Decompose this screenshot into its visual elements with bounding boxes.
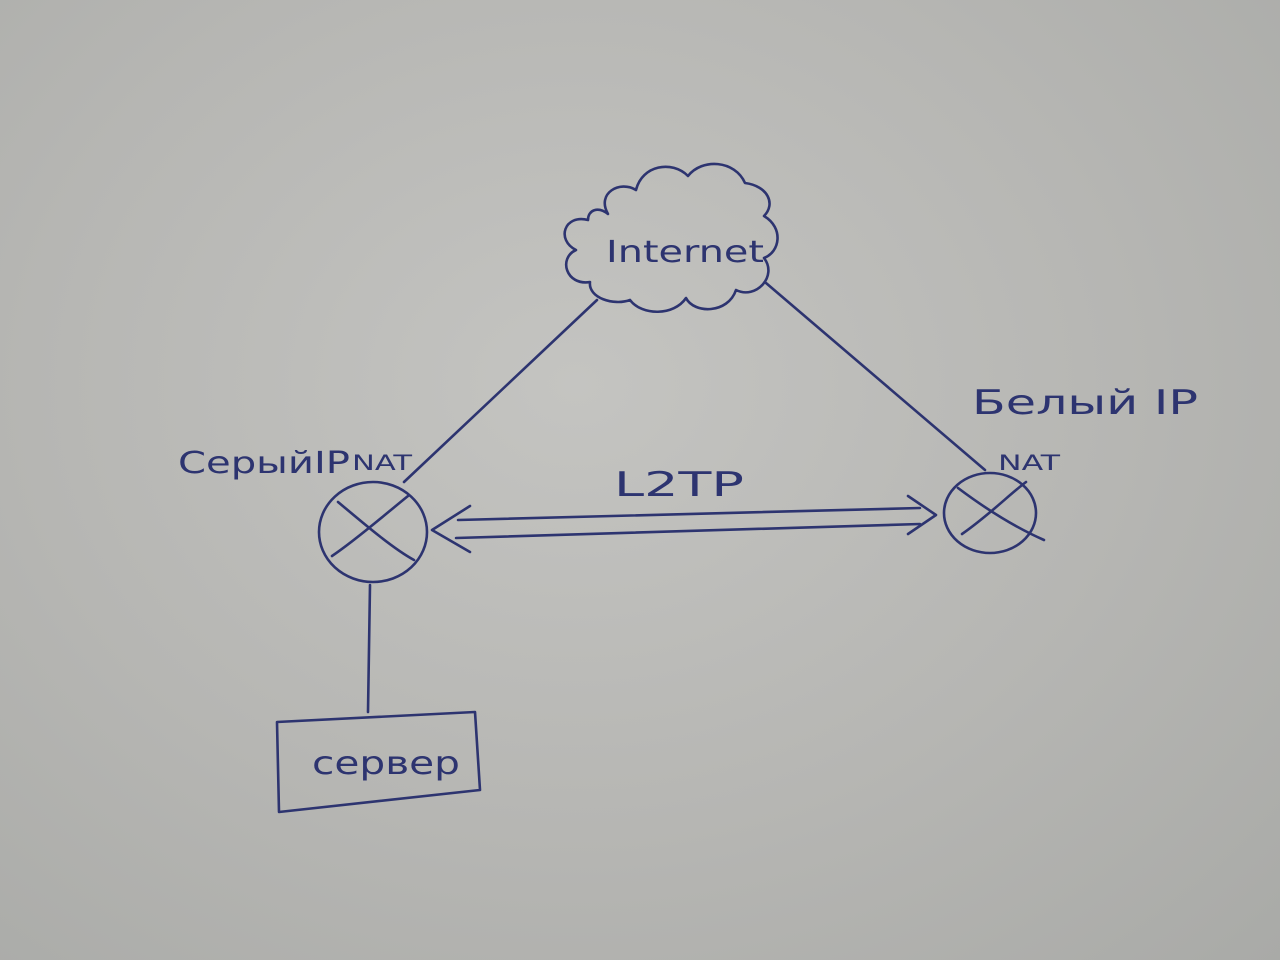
left-router: [317, 480, 429, 584]
server-box: [275, 710, 482, 814]
right-router-nat-label: NAT: [998, 451, 1060, 475]
router-cross-icon: [956, 480, 1046, 542]
router-icon: [317, 480, 429, 584]
cloud-label: Internet: [606, 235, 764, 270]
double-arrow-icon: [430, 494, 938, 554]
tunnel-label: L2TP: [614, 465, 744, 505]
link-internet-left-router: [402, 298, 599, 484]
left-router-nat-label: NAT: [352, 451, 412, 475]
right-router-label: Белый IP: [972, 383, 1198, 423]
router-icon: [942, 471, 1038, 555]
link-left-router-server: [366, 583, 372, 714]
link-internet-right-router: [764, 281, 987, 472]
right-router: [942, 471, 1046, 555]
router-cross-icon: [330, 494, 416, 562]
server-label: сервер: [312, 744, 460, 782]
left-router-label: СерыйIP: [178, 446, 350, 481]
cloud-icon: [563, 162, 779, 313]
